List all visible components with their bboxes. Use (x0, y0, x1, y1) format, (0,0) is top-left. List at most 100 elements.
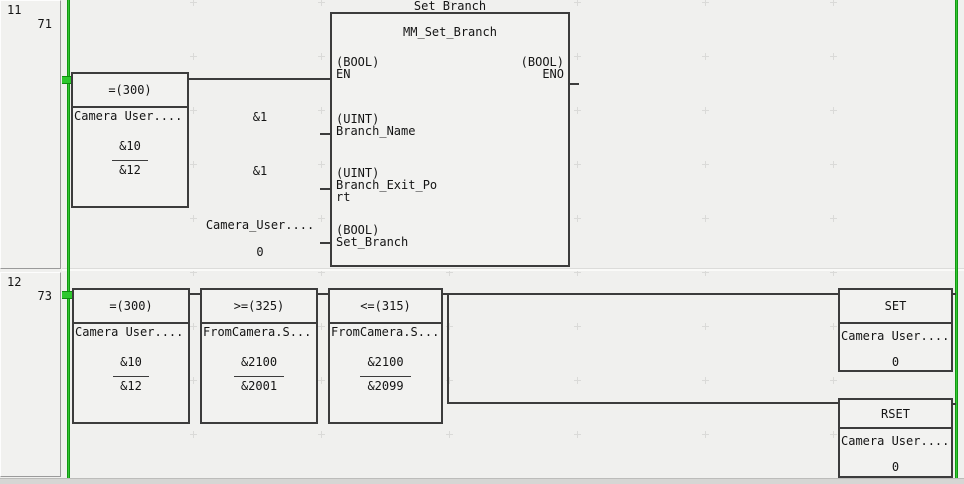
grid-mark (446, 0, 453, 6)
rset-instruction-block[interactable]: RSET Camera_User.... 0 (838, 398, 953, 478)
grid-mark (830, 107, 837, 114)
compare-value-1[interactable]: &10 (119, 139, 141, 153)
grid-mark (574, 377, 581, 384)
fb-pin-eno: (BOOL)ENO (520, 55, 564, 81)
rung-step-number: 71 (37, 17, 52, 31)
grid-mark (574, 323, 581, 330)
rung-number: 12 (7, 275, 22, 289)
fb-pin-en: (BOOL)EN (336, 55, 380, 81)
grid-mark (702, 161, 709, 168)
fb-input-stub (320, 242, 331, 244)
grid-mark (830, 431, 837, 438)
compare-value-2[interactable]: &2001 (233, 376, 285, 392)
grid-mark (318, 269, 325, 276)
compare-block-ge325[interactable]: >=(325) FromCamera.S... &2100 &2001 (200, 288, 318, 424)
grid-mark (830, 323, 837, 330)
compare-opcode: <=(315) (360, 299, 411, 313)
wire (189, 293, 201, 295)
grid-mark (446, 377, 453, 384)
grid-mark (190, 107, 197, 114)
grid-mark (830, 53, 837, 60)
left-power-rail (67, 0, 70, 478)
set-opcode: SET (884, 299, 907, 313)
rset-opcode: RSET (881, 406, 910, 421)
rung-margin-12[interactable]: 12 73 (0, 272, 61, 477)
grid-mark (318, 161, 325, 168)
grid-mark (574, 107, 581, 114)
grid-mark (702, 269, 709, 276)
compare-value-1[interactable]: &2100 (240, 355, 278, 369)
compare-operand[interactable]: Camera_User.... (74, 110, 183, 122)
grid-mark (830, 161, 837, 168)
wire (443, 293, 839, 295)
rung-step-number: 73 (37, 289, 52, 303)
compare-block-le315[interactable]: <=(315) FromCamera.S... &2100 &2099 (328, 288, 443, 424)
compare-value-1[interactable]: &10 (120, 355, 142, 369)
power-connection-mark (62, 76, 72, 84)
fb-operand-branch-exit-port[interactable]: &1 (252, 164, 268, 178)
set-operand[interactable]: Camera_User.... (841, 330, 950, 342)
grid-mark (190, 161, 197, 168)
grid-mark (830, 215, 837, 222)
grid-mark (574, 269, 581, 276)
grid-mark (446, 431, 453, 438)
fb-operand-set-branch-bit[interactable]: 0 (256, 245, 264, 259)
fb-pin-set-branch: (BOOL)Set_Branch (336, 223, 409, 249)
grid-mark (190, 323, 197, 330)
rung-margin-11[interactable]: 11 71 (0, 0, 61, 269)
grid-mark (318, 431, 325, 438)
set-bit-number[interactable]: 0 (891, 355, 900, 369)
wire (189, 78, 331, 80)
grid-mark (190, 53, 197, 60)
wire (951, 403, 956, 405)
compare-value-2[interactable]: &2099 (360, 376, 411, 392)
compare-opcode: =(300) (109, 299, 153, 313)
grid-mark (702, 215, 709, 222)
fb-input-stub (320, 133, 331, 135)
grid-mark (190, 0, 197, 6)
rung-number: 11 (7, 3, 22, 17)
grid-mark (190, 377, 197, 384)
grid-mark (702, 0, 709, 6)
compare-block-eq300-r12[interactable]: =(300) Camera_User.... &10 &12 (72, 288, 190, 424)
compare-operand[interactable]: FromCamera.S... (203, 326, 312, 338)
fb-input-stub (320, 188, 331, 190)
grid-mark (318, 107, 325, 114)
power-connection-mark (62, 291, 72, 299)
fb-eno-stub (569, 83, 579, 85)
rset-bit-number[interactable]: 0 (891, 460, 900, 474)
wire-branch-vertical (447, 293, 449, 404)
compare-opcode: =(300) (108, 83, 152, 97)
compare-operand[interactable]: Camera_User.... (75, 326, 184, 338)
grid-mark (190, 215, 197, 222)
grid-mark (318, 215, 325, 222)
compare-value-1[interactable]: &2100 (367, 355, 404, 369)
compare-value-2[interactable]: &12 (113, 376, 149, 392)
compare-value-2[interactable]: &12 (112, 160, 148, 176)
grid-mark (574, 53, 581, 60)
grid-mark (830, 269, 837, 276)
grid-mark (318, 53, 325, 60)
wire (317, 293, 329, 295)
fb-instance-name[interactable]: Set_Branch (413, 0, 487, 13)
rset-operand[interactable]: Camera_User.... (841, 435, 950, 447)
fb-type-name: MM_Set_Branch (403, 25, 497, 39)
set-instruction-block[interactable]: SET Camera_User.... 0 (838, 288, 953, 372)
function-block-mm-set-branch[interactable]: MM_Set_Branch (BOOL)EN (BOOL)ENO (UINT)B… (330, 12, 570, 267)
right-power-rail (955, 0, 958, 478)
wire (447, 402, 839, 404)
grid-mark (318, 323, 325, 330)
compare-block-eq300[interactable]: =(300) Camera_User.... &10 &12 (71, 72, 189, 208)
grid-mark (446, 323, 453, 330)
compare-operand[interactable]: FromCamera.S... (331, 326, 440, 338)
grid-mark (574, 0, 581, 6)
grid-mark (702, 431, 709, 438)
grid-mark (318, 0, 325, 6)
fb-operand-branch-name[interactable]: &1 (252, 110, 268, 124)
horizontal-scrollbar-edge[interactable] (0, 478, 964, 484)
grid-mark (830, 377, 837, 384)
compare-opcode: >=(325) (233, 299, 285, 313)
fb-operand-set-branch[interactable]: Camera_User.... (205, 218, 315, 232)
